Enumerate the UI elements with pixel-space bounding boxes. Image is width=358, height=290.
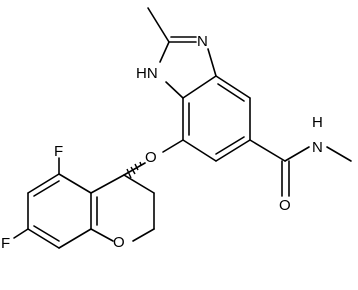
atom-n-imine: N (197, 33, 208, 50)
atom-o-carbonyl: O (279, 197, 291, 214)
atom-n-amide: N (312, 139, 323, 156)
bond-c7ar-c8ar-inner (33, 225, 60, 242)
bond-oether-c4chroman (123, 162, 146, 176)
bond-c2-oring (132, 228, 155, 242)
bond-c7ar-c8ar (27, 228, 60, 249)
atom-o-ether: O (145, 149, 157, 166)
atom-o-ring: O (113, 234, 125, 251)
bond-carbonyl-n (284, 146, 310, 162)
stereo-hash-wedge (126, 161, 142, 179)
bond-n3-c3a (207, 48, 217, 77)
bond-n1-c7a (165, 81, 184, 99)
atom-f-left: F (1, 235, 10, 252)
bond-c3a-c7a (182, 75, 217, 99)
bond-c5-c6 (215, 139, 251, 162)
atom-f-top: F (54, 143, 63, 160)
bond-c6-c7 (182, 139, 217, 162)
bond-c5-c6-inner (215, 136, 245, 155)
bond-n-methyl (326, 146, 352, 162)
bond-c4a-c5 (58, 173, 92, 194)
bond-c7-oether (162, 139, 184, 153)
bond-c8ar-c8a (58, 228, 92, 249)
bond-c5-carbonyl (249, 139, 286, 162)
bond-methyl-c2 (147, 7, 170, 43)
atom-h-imidazole: HN (136, 65, 158, 82)
bond-oring-c8a (90, 228, 114, 242)
bond-c5-c6ar (27, 173, 60, 194)
bond-c4-c4a (90, 174, 125, 194)
bond-c4-c3 (123, 174, 155, 194)
bond-c2-n1 (159, 41, 170, 63)
bond-c3a-c4-inner (217, 83, 245, 102)
bond-c3a-c4 (215, 75, 251, 99)
bond-c7-f (13, 228, 29, 239)
bond-c5-c6ar-inner (33, 180, 60, 197)
atom-h-amide: H (312, 114, 323, 131)
